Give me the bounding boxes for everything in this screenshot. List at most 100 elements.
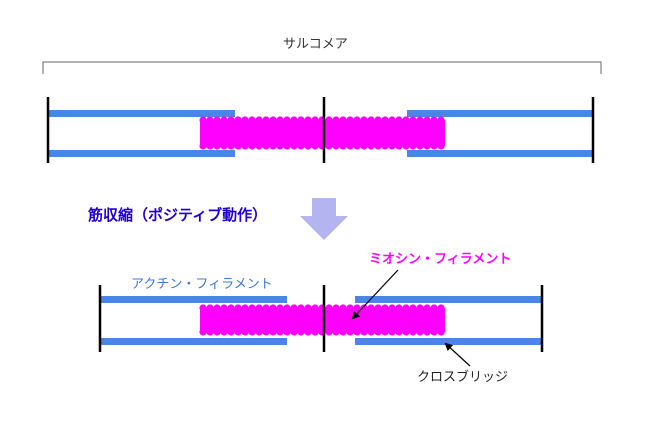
crossbridge-head (227, 328, 235, 336)
actin-filament (355, 296, 541, 303)
crossbridge-head (241, 304, 249, 312)
crossbridge-head (325, 328, 333, 336)
crossbridge-head (395, 304, 403, 312)
crossbridge-head (255, 116, 263, 124)
myosin-filament-label: ミオシン・フィラメント (369, 252, 512, 267)
crossbridge-head (388, 142, 396, 150)
crossbridge-head (353, 328, 361, 336)
crossbridge-head (248, 328, 256, 336)
crossbridge-label: クロスブリッジ (417, 370, 509, 385)
actin-filament (49, 150, 235, 157)
crossbridge-head (423, 142, 431, 150)
crossbridge-head (220, 116, 228, 124)
crossbridge-head (332, 142, 340, 150)
actin-filament (407, 110, 593, 117)
crossbridge-head (199, 142, 207, 150)
crossbridge-head (381, 328, 389, 336)
relaxed-sarcomere (46, 97, 595, 163)
crossbridge-head (255, 328, 263, 336)
crossbridge-head (353, 304, 361, 312)
crossbridge-head (269, 142, 277, 150)
myosin-core (200, 120, 445, 146)
sarcomere-label: サルコメア (283, 37, 348, 52)
crossbridge-head (311, 142, 319, 150)
crossbridge-head (409, 142, 417, 150)
actin-filament (101, 338, 287, 345)
crossbridge-head (423, 116, 431, 124)
crossbridge-head (255, 142, 263, 150)
crossbridge-head (276, 116, 284, 124)
crossbridge-head (213, 116, 221, 124)
crossbridge-head (437, 116, 445, 124)
crossbridge-head (213, 328, 221, 336)
crossbridge-head (227, 304, 235, 312)
crossbridge-head (360, 116, 368, 124)
crossbridge-head (416, 116, 424, 124)
crossbridge-head (374, 304, 382, 312)
crossbridge-head (255, 304, 263, 312)
crossbridge-head (339, 142, 347, 150)
crossbridge-head (430, 328, 438, 336)
crossbridge-head (220, 142, 228, 150)
crossbridge-head (199, 328, 207, 336)
crossbridge-head (206, 304, 214, 312)
myosin-filament (199, 304, 445, 336)
crossbridge-head (262, 142, 270, 150)
crossbridge-head (206, 116, 214, 124)
crossbridge-head (388, 304, 396, 312)
crossbridge-head (276, 142, 284, 150)
crossbridge-head (304, 116, 312, 124)
crossbridge-head (304, 142, 312, 150)
crossbridge-head (283, 304, 291, 312)
actin-filament (407, 150, 593, 157)
crossbridge-head (262, 116, 270, 124)
crossbridge-head (234, 328, 242, 336)
contraction-label: 筋収縮（ポジティブ動作） (88, 206, 268, 224)
crossbridge-head (367, 142, 375, 150)
crossbridge-head (360, 328, 368, 336)
crossbridge-head (206, 328, 214, 336)
crossbridge-head (199, 304, 207, 312)
crossbridge-head (353, 116, 361, 124)
crossbridge-head (227, 116, 235, 124)
crossbridge-head (220, 328, 228, 336)
crossbridge-pointer-arrow (444, 342, 471, 367)
myosin-filament (199, 116, 445, 150)
crossbridge-head (346, 142, 354, 150)
crossbridge-head (213, 142, 221, 150)
crossbridge-head (262, 328, 270, 336)
crossbridge-head (304, 328, 312, 336)
crossbridge-head (227, 142, 235, 150)
crossbridge-head (346, 304, 354, 312)
crossbridge-head (416, 142, 424, 150)
crossbridge-head (339, 116, 347, 124)
crossbridge-head (360, 142, 368, 150)
crossbridge-head (234, 304, 242, 312)
crossbridge-head (297, 304, 305, 312)
crossbridge-head (339, 304, 347, 312)
actin-filament (49, 110, 235, 117)
crossbridge-head (430, 116, 438, 124)
crossbridge-head (430, 142, 438, 150)
crossbridge-head (367, 328, 375, 336)
crossbridge-head (346, 116, 354, 124)
crossbridge-head (360, 304, 368, 312)
actin-filament-label: アクチン・フィラメント (131, 277, 273, 292)
crossbridge-head (297, 116, 305, 124)
crossbridge-head (206, 142, 214, 150)
crossbridge-head (437, 142, 445, 150)
crossbridge-head (395, 328, 403, 336)
crossbridge-head (269, 116, 277, 124)
crossbridge-head (290, 304, 298, 312)
crossbridge-head (388, 116, 396, 124)
crossbridge-head (381, 116, 389, 124)
crossbridge-head (311, 304, 319, 312)
myosin-core (200, 308, 445, 332)
crossbridge-head (332, 116, 340, 124)
crossbridge-head (374, 328, 382, 336)
crossbridge-head (374, 116, 382, 124)
crossbridge-head (325, 142, 333, 150)
crossbridge-head (395, 142, 403, 150)
crossbridge-head (290, 328, 298, 336)
crossbridge-head (332, 328, 340, 336)
